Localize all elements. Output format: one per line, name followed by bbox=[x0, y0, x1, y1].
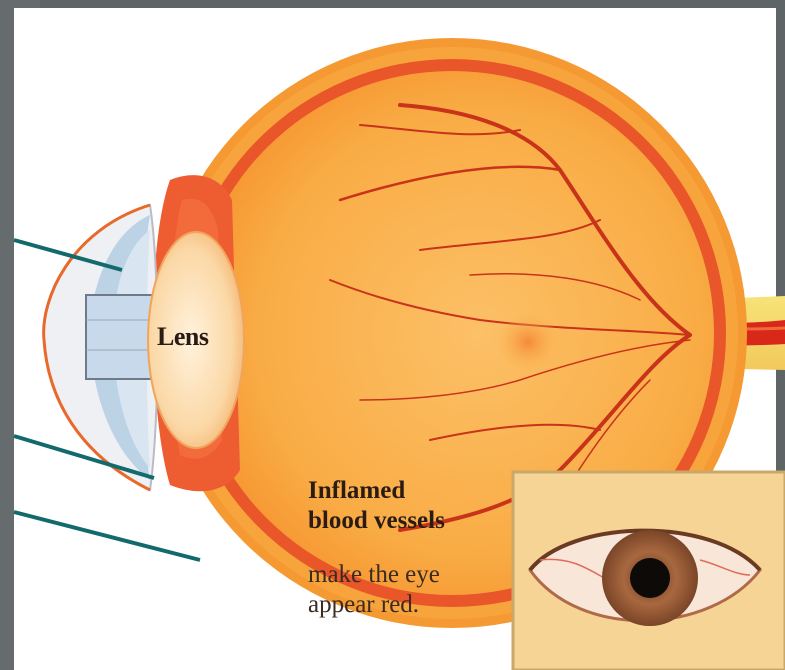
macula bbox=[496, 312, 560, 372]
caption-line-1: Inflamed bbox=[308, 476, 405, 506]
inset-eye-photo bbox=[513, 472, 785, 670]
inset-pupil bbox=[630, 558, 670, 598]
caption-line-2: blood vessels bbox=[308, 506, 445, 536]
anterior-chamber bbox=[86, 295, 152, 379]
caption-line-3: make the eye bbox=[308, 560, 440, 590]
lens-label: Lens bbox=[157, 322, 208, 352]
caption-line-4: appear red. bbox=[308, 590, 419, 620]
